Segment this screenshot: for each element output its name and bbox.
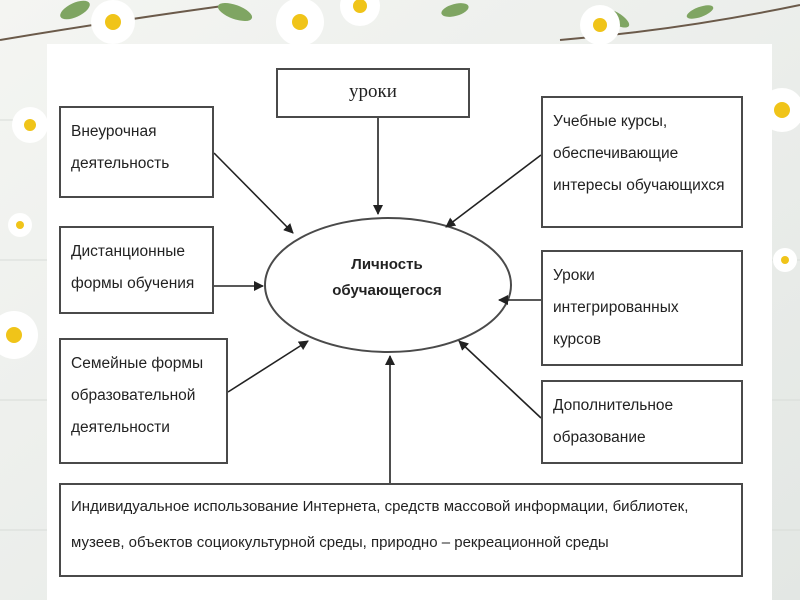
daisy-flowers xyxy=(0,0,800,359)
arrow-courses xyxy=(445,154,542,228)
node-individual-line-2: музеев, объектов социокультурной среды, … xyxy=(71,534,609,551)
arrow-extracurricular xyxy=(213,152,294,234)
node-family-line-1: Семейные формы xyxy=(71,355,204,372)
node-individual: Индивидуальное использование Интернета, … xyxy=(59,483,743,577)
node-additional: Дополнительное образование xyxy=(541,380,743,464)
node-additional-line-1: Дополнительное xyxy=(553,397,674,414)
center-label-line-1: Личность xyxy=(351,256,423,273)
node-family-line-2: образовательной xyxy=(71,387,196,404)
center-label: Личность обучающегося xyxy=(262,252,512,312)
node-family: Семейные формы образовательной деятельно… xyxy=(59,338,228,464)
node-integrated: Уроки интегрированных курсов xyxy=(541,250,743,366)
node-family-line-3: деятельности xyxy=(71,419,170,436)
node-extracurricular: Внеурочная деятельность xyxy=(59,106,214,198)
node-extracurricular-line-2: деятельность xyxy=(71,155,170,172)
node-integrated-line-2: интегрированных xyxy=(553,299,679,316)
node-courses: Учебные курсы, обеспечивающие интересы о… xyxy=(541,96,743,228)
node-courses-line-2: обеспечивающие xyxy=(553,145,679,162)
node-lessons-line-1: уроки xyxy=(349,81,397,102)
node-extracurricular-line-1: Внеурочная xyxy=(71,123,157,140)
node-integrated-line-3: курсов xyxy=(553,331,601,348)
arrow-family xyxy=(227,340,309,393)
node-additional-line-2: образование xyxy=(553,429,646,446)
node-lessons: уроки xyxy=(276,68,470,118)
node-distance-line-1: Дистанционные xyxy=(71,243,186,260)
node-courses-line-3: интересы обучающихся xyxy=(553,177,725,194)
center-ellipse xyxy=(264,217,512,353)
node-integrated-line-1: Уроки xyxy=(553,267,595,284)
node-individual-line-1: Индивидуальное использование Интернета, … xyxy=(71,498,689,515)
arrow-additional xyxy=(458,340,542,419)
center-label-line-2: обучающегося xyxy=(332,282,442,299)
node-distance: Дистанционные формы обучения xyxy=(59,226,214,314)
node-courses-line-1: Учебные курсы, xyxy=(553,113,668,130)
node-distance-line-2: формы обучения xyxy=(71,275,195,292)
